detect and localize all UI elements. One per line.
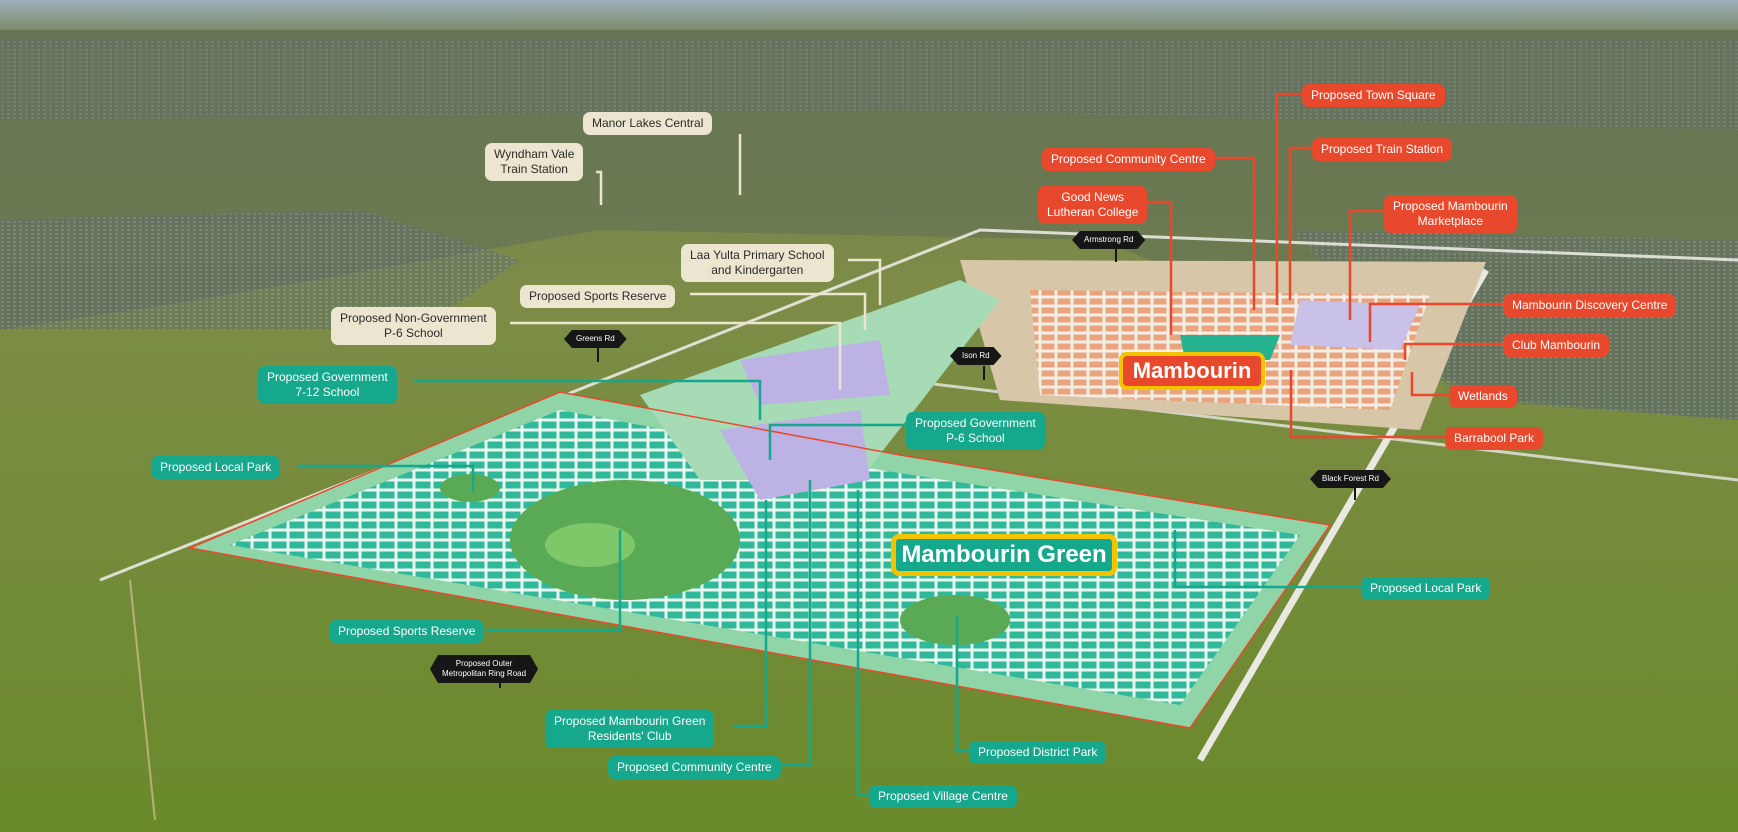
road-tag-black-forest-rd: Black Forest Rd — [1310, 470, 1391, 488]
label-proposed-district-park: Proposed District Park — [969, 741, 1107, 764]
label-manor-lakes-central: Manor Lakes Central — [583, 112, 713, 135]
label-proposed-train-station: Proposed Train Station — [1312, 138, 1453, 161]
label-proposed-local-park-east: Proposed Local Park — [1361, 577, 1491, 600]
existing-suburbs — [0, 30, 1738, 420]
label-proposed-village-centre: Proposed Village Centre — [869, 785, 1017, 808]
teal-leader-lines — [298, 379, 1362, 797]
label-proposed-community-centre-north: Proposed Community Centre — [1042, 148, 1215, 171]
label-mambourin-discovery-centre: Mambourin Discovery Centre — [1503, 294, 1677, 317]
label-proposed-sports-reserve-south: Proposed Sports Reserve — [329, 620, 485, 643]
road-tag-greens-rd: Greens Rd — [564, 330, 627, 348]
label-proposed-sports-reserve-north: Proposed Sports Reserve — [520, 285, 676, 308]
label-barrabool-park: Barrabool Park — [1445, 427, 1544, 450]
horizon-haze — [0, 0, 1738, 30]
mambourin-logo: Mambourin — [1119, 352, 1265, 390]
red-leader-lines — [1137, 92, 1503, 439]
label-proposed-community-centre-south: Proposed Community Centre — [608, 756, 781, 779]
road-tag-armstrong-rd: Armstrong Rd — [1072, 231, 1145, 249]
label-proposed-town-square: Proposed Town Square — [1302, 84, 1445, 107]
mambourin-green-logo: Mambourin Green — [891, 534, 1117, 576]
label-proposed-local-park-west: Proposed Local Park — [151, 456, 281, 479]
road-tag-ison-rd: Ison Rd — [950, 347, 1002, 365]
beige-leader-lines — [510, 134, 882, 390]
label-club-mambourin: Club Mambourin — [1503, 334, 1610, 357]
label-wetlands: Wetlands — [1449, 385, 1517, 408]
